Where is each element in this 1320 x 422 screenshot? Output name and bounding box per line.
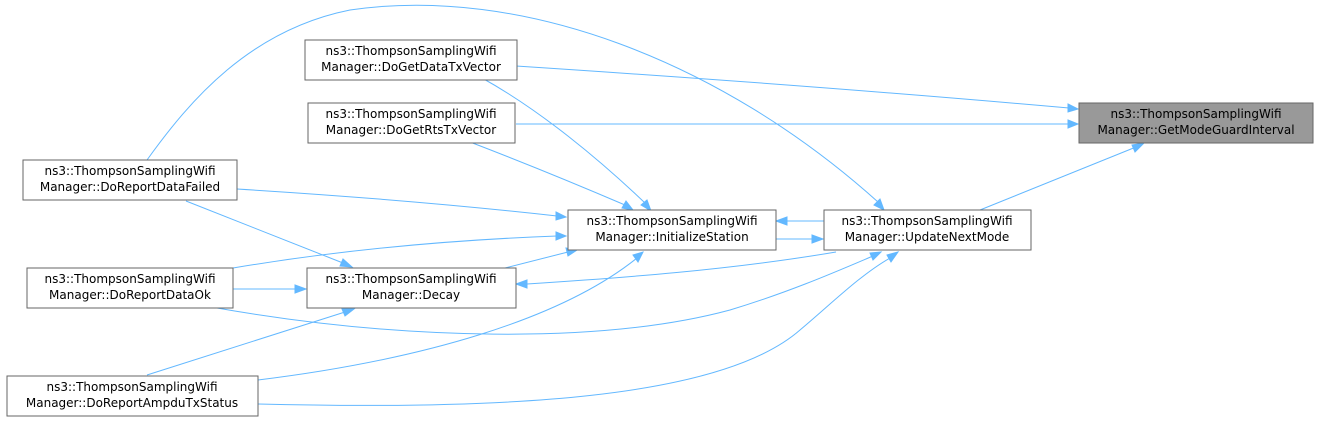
- edge-do-report-ampdu-tx-status-to-initialize-station: [257, 251, 644, 381]
- node-do-get-data-tx-vector-line1: ns3::ThompsonSamplingWifi: [325, 44, 496, 58]
- edge-do-report-data-ok-to-decay: [233, 284, 308, 294]
- edge-update-next-mode-to-decay: [514, 251, 837, 289]
- node-initialize-station-line2: Manager::InitializeStation: [595, 230, 748, 244]
- node-do-report-data-failed-line2: Manager::DoReportDataFailed: [40, 180, 220, 194]
- node-do-report-ampdu-tx-status-line2: Manager::DoReportAmpduTxStatus: [26, 396, 238, 410]
- node-get-mode-guard-interval-line2: Manager::GetModeGuardInterval: [1097, 123, 1294, 137]
- node-do-get-rts-tx-vector-line2: Manager::DoGetRtsTxVector: [326, 123, 496, 137]
- node-do-report-ampdu-tx-status-line1: ns3::ThompsonSamplingWifi: [46, 380, 217, 394]
- edge-do-report-ampdu-tx-status-to-update-next-mode: [257, 251, 900, 406]
- node-do-report-data-ok[interactable]: ns3::ThompsonSamplingWifi Manager::DoRep…: [26, 267, 234, 309]
- edge-update-next-mode-to-initialize-station: [774, 216, 824, 226]
- edge-initialize-station-to-update-next-mode: [776, 234, 825, 244]
- edge-do-report-data-ok-to-update-next-mode: [216, 251, 883, 335]
- node-do-get-rts-tx-vector[interactable]: ns3::ThompsonSamplingWifi Manager::DoGet…: [307, 102, 516, 144]
- edge-do-get-rts-tx-vector-to-initialize-station: [469, 141, 635, 211]
- edge-do-report-data-ok-to-initialize-station: [232, 231, 568, 269]
- node-get-mode-guard-interval[interactable]: ns3::ThompsonSamplingWifi Manager::GetMo…: [1078, 102, 1314, 144]
- node-do-get-data-tx-vector-box: [304, 39, 518, 81]
- edge-do-get-rts-tx-vector-to-get-mode-guard-interval: [516, 119, 1080, 129]
- edge-do-get-data-tx-vector-to-get-mode-guard-interval: [515, 65, 1080, 113]
- node-do-get-data-tx-vector[interactable]: ns3::ThompsonSamplingWifi Manager::DoGet…: [304, 39, 518, 81]
- node-do-report-data-failed[interactable]: ns3::ThompsonSamplingWifi Manager::DoRep…: [22, 159, 238, 201]
- node-decay-box: [306, 267, 517, 309]
- node-get-mode-guard-interval-box: [1078, 102, 1314, 144]
- node-do-report-data-ok-line2: Manager::DoReportDataOk: [49, 288, 211, 302]
- node-decay-line2: Manager::Decay: [362, 288, 460, 302]
- edge-do-get-data-tx-vector-to-initialize-station: [481, 77, 652, 213]
- node-do-report-data-ok-line1: ns3::ThompsonSamplingWifi: [44, 272, 215, 286]
- node-do-report-data-failed-box: [22, 159, 238, 201]
- node-update-next-mode-line2: Manager::UpdateNextMode: [845, 230, 1010, 244]
- node-initialize-station[interactable]: ns3::ThompsonSamplingWifi Manager::Initi…: [567, 209, 777, 251]
- node-do-report-data-failed-line1: ns3::ThompsonSamplingWifi: [44, 164, 215, 178]
- edge-do-report-ampdu-tx-status-to-decay: [146, 308, 356, 376]
- edge-do-report-data-failed-to-initialize-station: [236, 188, 568, 221]
- node-do-get-rts-tx-vector-line1: ns3::ThompsonSamplingWifi: [325, 107, 496, 121]
- node-decay[interactable]: ns3::ThompsonSamplingWifi Manager::Decay: [306, 267, 517, 309]
- edge-do-report-data-failed-to-decay: [185, 200, 354, 268]
- node-do-report-ampdu-tx-status[interactable]: ns3::ThompsonSamplingWifi Manager::DoRep…: [6, 375, 259, 417]
- node-get-mode-guard-interval-line1: ns3::ThompsonSamplingWifi: [1110, 107, 1281, 121]
- node-initialize-station-box: [567, 209, 777, 251]
- edge-update-next-mode-to-get-mode-guard-interval: [979, 142, 1146, 211]
- node-update-next-mode-box: [823, 209, 1032, 251]
- node-initialize-station-line1: ns3::ThompsonSamplingWifi: [586, 214, 757, 228]
- edge-do-report-data-failed-to-update-next-mode: [146, 4, 885, 212]
- node-do-report-data-ok-box: [26, 267, 234, 309]
- edge-decay-to-initialize-station: [504, 247, 579, 269]
- node-do-get-data-tx-vector-line2: Manager::DoGetDataTxVector: [321, 60, 501, 74]
- node-do-get-rts-tx-vector-box: [307, 102, 516, 144]
- node-do-report-ampdu-tx-status-box: [6, 375, 259, 417]
- node-update-next-mode-line1: ns3::ThompsonSamplingWifi: [841, 214, 1012, 228]
- node-update-next-mode[interactable]: ns3::ThompsonSamplingWifi Manager::Updat…: [823, 209, 1032, 251]
- node-decay-line1: ns3::ThompsonSamplingWifi: [325, 272, 496, 286]
